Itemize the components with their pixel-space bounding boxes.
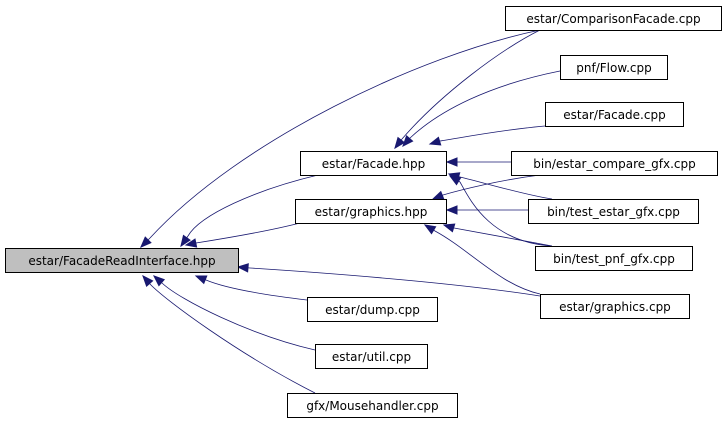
node-label: bin/test_estar_gfx.cpp xyxy=(547,205,680,219)
node-label: estar/Facade.hpp xyxy=(322,157,425,171)
node-box xyxy=(535,246,693,271)
edge-line xyxy=(434,230,541,295)
node-box xyxy=(287,393,458,418)
node-comparison[interactable]: estar/ComparisonFacade.cpp xyxy=(505,6,722,31)
arrowhead-icon xyxy=(180,234,191,248)
edge-facade_hpp-to-root xyxy=(180,174,319,248)
edge-line xyxy=(187,174,319,237)
node-graphics-hpp[interactable]: estar/graphics.hpp xyxy=(295,199,447,224)
node-box xyxy=(545,102,684,127)
node-box xyxy=(295,199,447,224)
arrowhead-icon xyxy=(448,175,462,186)
edge-line xyxy=(409,70,561,139)
edge-line xyxy=(205,279,308,301)
node-label: bin/estar_compare_gfx.cpp xyxy=(533,157,695,171)
edge-graphics_cpp-to-graphics_hpp xyxy=(423,224,541,295)
node-graphics-cpp[interactable]: estar/graphics.cpp xyxy=(540,294,690,319)
edge-line xyxy=(149,29,541,239)
arrowhead-icon xyxy=(423,224,437,235)
node-facade-cpp[interactable]: estar/Facade.cpp xyxy=(545,102,684,127)
arrowhead-icon xyxy=(194,275,208,285)
edge-line xyxy=(195,222,301,244)
node-label: pnf/Flow.cpp xyxy=(576,61,651,75)
edge-dump-to-root xyxy=(194,275,308,301)
node-box xyxy=(560,55,668,80)
arrowhead-icon xyxy=(402,134,414,148)
node-box xyxy=(528,199,699,224)
edge-line xyxy=(453,227,553,247)
node-label: estar/graphics.hpp xyxy=(315,205,428,219)
node-label: estar/ComparisonFacade.cpp xyxy=(526,12,700,26)
arrowhead-icon xyxy=(236,263,249,273)
edge-test_pnf_gfx-to-graphics_hpp xyxy=(442,223,553,247)
node-label: bin/test_pnf_gfx.cpp xyxy=(553,252,675,266)
edge-mouse-to-root xyxy=(142,274,316,394)
node-label: estar/dump.cpp xyxy=(325,303,420,317)
node-box xyxy=(307,297,438,322)
node-label: estar/util.cpp xyxy=(332,350,411,364)
edge-test_pnf_gfx-to-facade_hpp xyxy=(448,175,553,247)
edge-compare_gfx-to-facade_hpp xyxy=(445,157,511,167)
arrowhead-icon xyxy=(184,238,198,248)
edge-facade_cpp-to-facade_hpp xyxy=(428,125,546,146)
node-compare-gfx[interactable]: bin/estar_compare_gfx.cpp xyxy=(511,151,718,176)
edge-comparison-to-root xyxy=(140,29,541,248)
edge-line xyxy=(401,29,541,140)
arrowhead-icon xyxy=(442,223,456,233)
arrowhead-icon xyxy=(140,236,152,248)
node-test-pnf-gfx[interactable]: bin/test_pnf_gfx.cpp xyxy=(535,246,693,271)
arrowhead-icon xyxy=(152,275,166,287)
node-label: gfx/Mousehandler.cpp xyxy=(306,399,438,413)
edge-test_estar_gfx-to-graphics_hpp xyxy=(445,205,528,215)
edge-comparison-to-facade_hpp xyxy=(394,29,541,150)
edge-line xyxy=(459,176,553,200)
node-dump[interactable]: estar/dump.cpp xyxy=(307,297,438,322)
edge-layer xyxy=(140,29,561,394)
edge-graphics_hpp-to-root xyxy=(184,222,301,248)
node-layer: estar/FacadeReadInterface.hpp estar/Compa… xyxy=(5,6,722,418)
node-box xyxy=(5,248,239,273)
node-root[interactable]: estar/FacadeReadInterface.hpp xyxy=(5,248,239,273)
edge-line xyxy=(442,174,541,196)
arrowhead-icon xyxy=(394,136,406,150)
edge-line xyxy=(249,267,541,297)
arrowhead-icon xyxy=(445,205,458,215)
node-box xyxy=(315,344,428,369)
arrowhead-icon xyxy=(431,190,445,200)
node-facade-hpp[interactable]: estar/Facade.hpp xyxy=(300,151,447,176)
edge-line xyxy=(459,181,553,247)
edge-test_estar_gfx-to-facade_hpp xyxy=(447,172,553,200)
node-test-estar-gfx[interactable]: bin/test_estar_gfx.cpp xyxy=(528,199,699,224)
node-box xyxy=(540,294,690,319)
node-flow[interactable]: pnf/Flow.cpp xyxy=(560,55,668,80)
edge-line xyxy=(439,125,546,142)
node-util[interactable]: estar/util.cpp xyxy=(315,344,428,369)
node-box xyxy=(511,151,718,176)
edge-graphics_cpp-to-root xyxy=(236,263,541,297)
arrowhead-icon xyxy=(428,136,442,146)
node-box xyxy=(505,6,722,31)
node-label: estar/Facade.cpp xyxy=(563,108,665,122)
node-label: estar/FacadeReadInterface.hpp xyxy=(28,254,215,268)
edge-util-to-root xyxy=(152,275,316,351)
arrowhead-icon xyxy=(142,274,154,288)
node-label: estar/graphics.cpp xyxy=(559,300,671,314)
edge-line xyxy=(149,283,316,394)
edge-flow-to-facade_hpp xyxy=(402,70,561,148)
node-mouse[interactable]: gfx/Mousehandler.cpp xyxy=(287,393,458,418)
edge-line xyxy=(161,282,316,351)
edge-compare_gfx-to-graphics_hpp xyxy=(431,174,541,200)
node-box xyxy=(300,151,447,176)
arrowhead-icon xyxy=(445,157,458,167)
